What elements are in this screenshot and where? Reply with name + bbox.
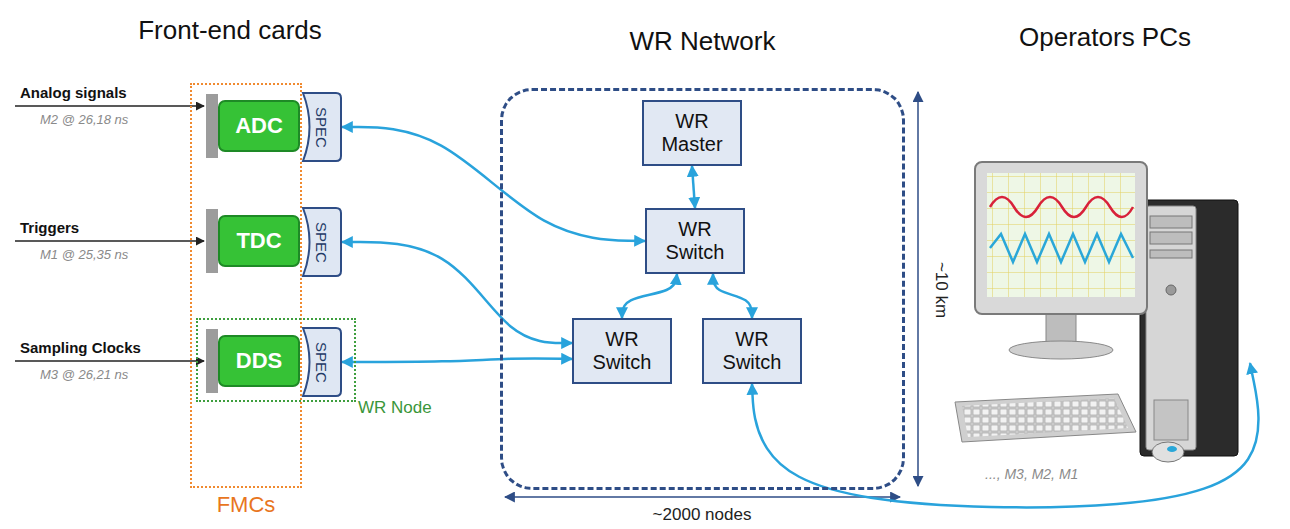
tower-case xyxy=(1140,200,1238,456)
node-label: WR Switch xyxy=(715,328,789,374)
node-label: WR Switch xyxy=(658,218,732,264)
node-label: SPEC xyxy=(312,222,329,263)
node-label: FMCs xyxy=(217,492,276,518)
wr-master-box: WR Master xyxy=(642,100,742,166)
wr-switch-box: WR Switch xyxy=(572,318,672,384)
measurement-list: ..., M3, M2, M1 xyxy=(985,466,1078,482)
network-link xyxy=(342,127,645,241)
spec-carrier: SPEC xyxy=(300,207,342,277)
signal-arrow xyxy=(15,240,204,242)
keyboard-keys xyxy=(962,398,1128,437)
node-label: TDC xyxy=(236,228,281,254)
spec-carrier: SPEC xyxy=(300,327,342,397)
dimension-arrow xyxy=(505,496,900,498)
signal-name: Triggers xyxy=(20,219,79,236)
node-label: WR Node xyxy=(358,398,432,418)
wr-switch-box: WR Switch xyxy=(702,318,802,384)
sine-trace xyxy=(990,197,1133,217)
screen-grid xyxy=(987,173,1135,297)
node-label: DDS xyxy=(236,348,282,374)
measurement: M3 @ 26,21 ns xyxy=(40,367,128,382)
monitor-screen xyxy=(987,173,1135,297)
keyboard xyxy=(955,394,1136,442)
network-link xyxy=(342,359,572,362)
network-link xyxy=(692,166,695,208)
wr-node-group: WR NodeSPEC xyxy=(196,318,356,402)
node-label: ADC xyxy=(235,113,283,139)
node-label: WR Master xyxy=(655,110,729,156)
computer-tower xyxy=(1140,200,1238,456)
signal-name: Sampling Clocks xyxy=(20,339,141,356)
drive-bay xyxy=(1150,216,1192,228)
node-label: WR Switch xyxy=(585,328,659,374)
fmc-connector xyxy=(206,94,218,158)
operator-pc: Operators PCs xyxy=(960,20,1250,460)
dimension-label: ~10 km xyxy=(931,262,951,318)
wr-network-box: WR NetworkWR MasterWR SwitchWR SwitchWR … xyxy=(500,88,905,490)
fmc-connector xyxy=(206,329,218,393)
monitor xyxy=(975,162,1147,359)
node-label: Operators PCs xyxy=(1019,22,1191,53)
wr-switch-box: WR Switch xyxy=(645,208,745,274)
network-link xyxy=(342,242,572,343)
spec-outline xyxy=(303,208,341,276)
dimension-arrow xyxy=(917,92,919,486)
network-link xyxy=(622,274,677,318)
fmc-group: FMCsADCTDCDDS xyxy=(190,83,302,488)
tdc-card: TDC xyxy=(218,215,300,267)
section-heading: Front-end cards xyxy=(138,15,322,46)
network-link xyxy=(752,363,1258,507)
signal-name: Analog signals xyxy=(20,84,127,101)
mouse xyxy=(1152,442,1184,462)
measurement: M1 @ 25,35 ns xyxy=(40,247,128,262)
spec-outline xyxy=(303,328,341,396)
spec-carrier: SPEC xyxy=(300,92,342,162)
drive-bay xyxy=(1150,232,1192,244)
dimension-label: ~2000 nodes xyxy=(653,505,752,525)
adc-card: ADC xyxy=(218,100,300,152)
network-link xyxy=(713,274,752,318)
monitor-base xyxy=(1009,341,1113,359)
node-label: WR Network xyxy=(630,26,776,57)
tower-front xyxy=(1146,206,1196,450)
monitor-bezel xyxy=(975,162,1147,314)
power-button xyxy=(1166,285,1176,295)
fmc-connector xyxy=(206,209,218,273)
dds-card: DDS xyxy=(218,335,300,387)
node-label: SPEC xyxy=(312,107,329,148)
signal-arrow xyxy=(15,105,204,107)
node-label: SPEC xyxy=(312,342,329,383)
drive-bay xyxy=(1150,250,1192,258)
triangle-trace xyxy=(990,234,1133,262)
measurement: M2 @ 26,18 ns xyxy=(40,112,128,127)
spec-outline xyxy=(303,93,341,161)
front-grille xyxy=(1154,400,1188,440)
signal-arrow xyxy=(15,360,204,362)
mouse-wheel xyxy=(1167,446,1177,452)
